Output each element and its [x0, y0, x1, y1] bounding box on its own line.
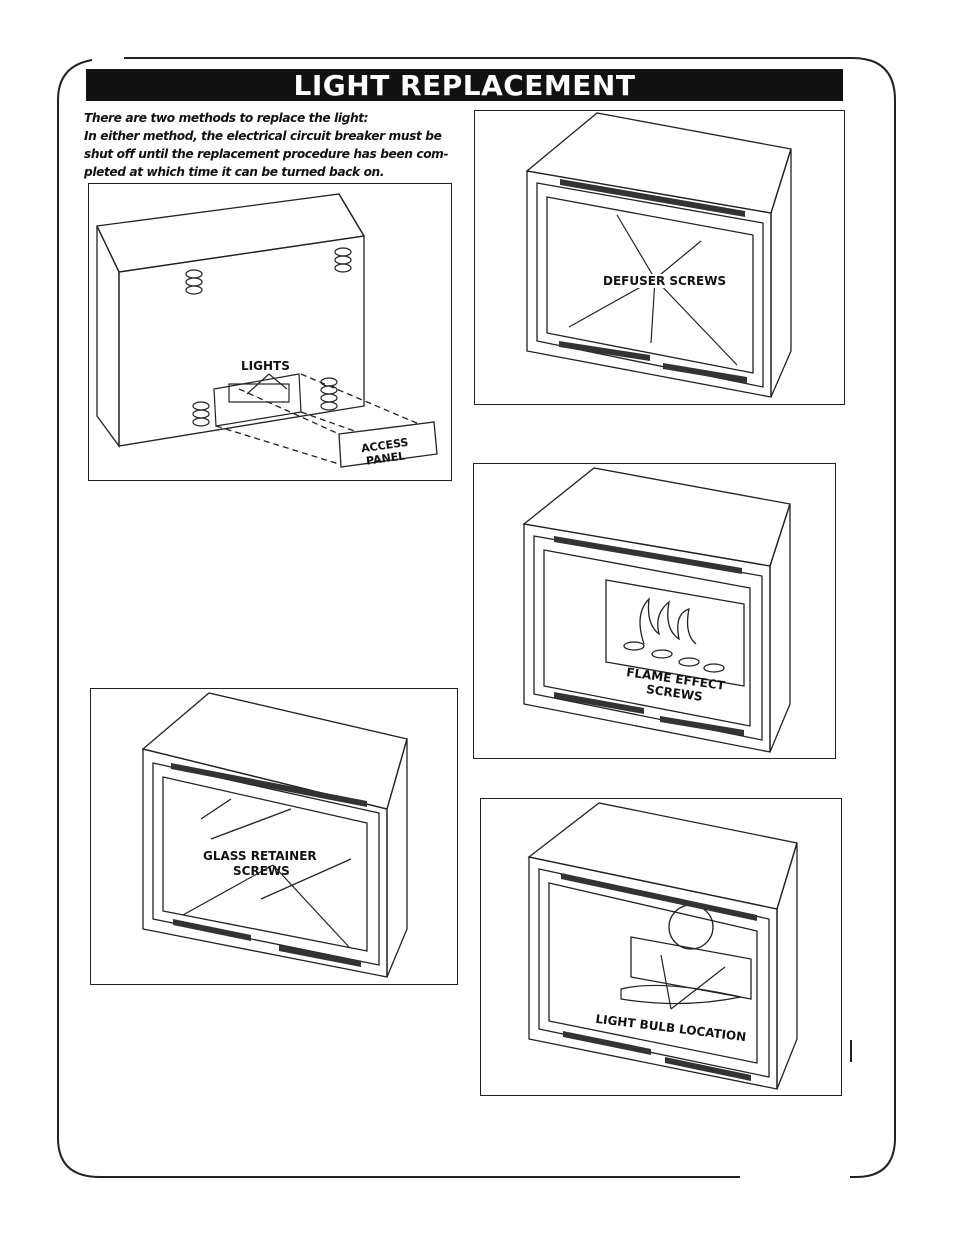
page-title: LIGHT REPLACEMENT: [86, 69, 843, 102]
glass-retainer-label-1: GLASS RETAINER: [203, 849, 317, 863]
figure-defuser-screws: DEFUSER SCREWS: [474, 110, 845, 405]
figure-flame-effect-screws: FLAME EFFECT SCREWS: [473, 463, 836, 759]
rear-view-drawing: [96, 193, 438, 468]
intro-text: There are two methods to replace the lig…: [84, 109, 464, 181]
intro-line-1: There are two methods to replace the lig…: [84, 111, 369, 125]
glass-retainer-label-2: SCREWS: [233, 864, 290, 878]
defuser-screws-label: DEFUSER SCREWS: [601, 274, 729, 288]
defuser-drawing: [525, 112, 792, 398]
flame-effect-drawing: [522, 467, 791, 753]
figure-light-bulb-location: LIGHT BULB LOCATION: [480, 798, 842, 1096]
figure-rear-view: LIGHTS ACCESS PANEL: [88, 183, 452, 481]
intro-line-2: In either method, the electrical circuit…: [84, 129, 449, 179]
figure-glass-retainer-screws: GLASS RETAINER SCREWS: [90, 688, 458, 985]
glass-retainer-drawing: [141, 692, 408, 978]
lights-label: LIGHTS: [239, 359, 292, 373]
light-bulb-drawing: [527, 802, 798, 1090]
